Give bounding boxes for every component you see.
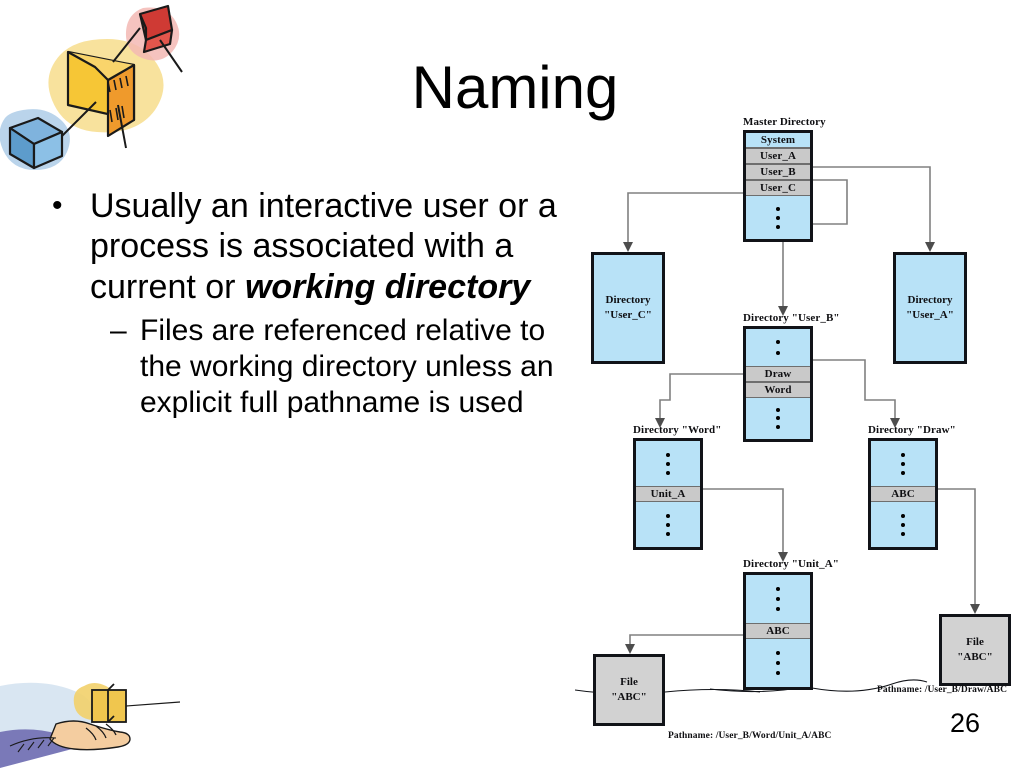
directory-user-b-box: Draw Word: [743, 326, 813, 442]
ellipsis-dot: [776, 597, 780, 601]
file-abc-right-line2: "ABC": [957, 651, 993, 663]
master-entry-system[interactable]: System: [746, 133, 810, 148]
node-directory-user-c: Directory "User_C": [591, 252, 665, 364]
word-ellipsis-top: [636, 441, 700, 486]
draw-entry-abc[interactable]: ABC: [871, 486, 935, 502]
dash-marker: –: [110, 314, 127, 348]
pathname-label-left: Pathname: /User_B/Word/Unit_A/ABC: [668, 731, 832, 741]
ellipsis-dot: [776, 671, 780, 675]
ellipsis-dot: [901, 531, 905, 536]
directory-word-caption: Directory "Word": [633, 424, 722, 436]
user-b-entry-word[interactable]: Word: [746, 382, 810, 398]
file-abc-left-box: File "ABC": [593, 654, 665, 726]
user-b-entry-draw[interactable]: Draw: [746, 366, 810, 382]
bullet-level2: – Files are referenced relative to the w…: [110, 313, 572, 421]
bullet-level2-text: Files are referenced relative to the wor…: [140, 314, 554, 420]
ellipsis-dot: [666, 452, 670, 457]
ellipsis-dot: [901, 513, 905, 518]
master-entry-user-a[interactable]: User_A: [746, 148, 810, 164]
ellipsis-dot: [776, 206, 780, 211]
draw-ellipsis-top: [871, 441, 935, 486]
ellipsis-dot: [666, 513, 670, 518]
pathname-label-right: Pathname: /User_B/Draw/ABC: [877, 685, 1008, 695]
file-abc-left-line1: File: [620, 676, 638, 689]
slide-body: • Usually an interactive user or a proce…: [52, 186, 572, 421]
ellipsis-dot: [776, 661, 780, 665]
decorative-hand-holding-cube-image: [0, 662, 181, 768]
ellipsis-dot: [776, 408, 780, 413]
directory-user-c-label-line2: "User_C": [604, 309, 652, 321]
bullet-level1: • Usually an interactive user or a proce…: [52, 186, 572, 307]
ellipsis-dot: [776, 215, 780, 220]
ellipsis-dot: [901, 452, 905, 457]
user-b-ellipsis-top: [746, 329, 810, 366]
page-number: 26: [950, 708, 981, 738]
ellipsis-dot: [776, 607, 780, 611]
word-ellipsis-bottom: [636, 502, 700, 547]
ellipsis-dot: [901, 461, 905, 466]
directory-user-c-box: Directory "User_C": [591, 252, 665, 364]
node-directory-user-b: Directory "User_B" Draw Word: [743, 312, 839, 442]
directory-user-a-label-line1: Directory: [907, 294, 953, 307]
node-directory-draw: Directory "Draw" ABC: [868, 424, 956, 550]
ellipsis-dot: [666, 531, 670, 536]
ellipsis-dot: [776, 416, 780, 421]
node-directory-unit-a: Directory "Unit_A" ABC: [743, 558, 839, 690]
decorative-network-cubes-image: [0, 0, 200, 178]
ellipsis-dot: [776, 651, 780, 655]
ellipsis-dot: [776, 350, 780, 355]
master-directory-ellipsis: [746, 196, 810, 239]
node-file-abc-left: File "ABC": [593, 654, 665, 726]
directory-tree-diagram: Master Directory System User_A User_B Us…: [575, 116, 1024, 768]
draw-ellipsis-bottom: [871, 502, 935, 547]
directory-draw-box: ABC: [868, 438, 938, 550]
master-entry-user-b[interactable]: User_B: [746, 164, 810, 180]
directory-word-box: Unit_A: [633, 438, 703, 550]
node-directory-word: Directory "Word" Unit_A: [633, 424, 721, 550]
unit-a-entry-abc[interactable]: ABC: [746, 623, 810, 639]
unit-a-ellipsis-top: [746, 575, 810, 623]
ellipsis-dot: [776, 340, 780, 345]
bullet-marker: •: [52, 189, 63, 222]
master-entry-user-c[interactable]: User_C: [746, 180, 810, 196]
master-directory-caption: Master Directory: [743, 116, 826, 128]
ellipsis-dot: [666, 470, 670, 475]
bullet-level1-emphasis: working directory: [244, 267, 531, 306]
ellipsis-dot: [776, 224, 780, 229]
user-b-ellipsis-bottom: [746, 398, 810, 439]
directory-user-b-caption: Directory "User_B": [743, 312, 840, 324]
file-abc-left-line2: "ABC": [611, 691, 647, 703]
connector-lines: [575, 166, 980, 695]
directory-user-a-label-line2: "User_A": [906, 309, 954, 321]
ellipsis-dot: [901, 522, 905, 527]
ellipsis-dot: [666, 461, 670, 466]
bullet-level1-plain: Usually an interactive user or a process…: [90, 187, 557, 306]
ellipsis-dot: [666, 522, 670, 527]
file-abc-right-line1: File: [966, 636, 984, 649]
directory-draw-caption: Directory "Draw": [868, 424, 956, 436]
directory-unit-a-caption: Directory "Unit_A": [743, 558, 839, 570]
directory-unit-a-box: ABC: [743, 572, 813, 690]
directory-user-a-box: Directory "User_A": [893, 252, 967, 364]
slide-title: Naming: [411, 54, 619, 121]
word-entry-unit-a[interactable]: Unit_A: [636, 486, 700, 502]
file-abc-right-box: File "ABC": [939, 614, 1011, 686]
master-directory-box: System User_A User_B User_C: [743, 130, 813, 242]
ellipsis-dot: [776, 424, 780, 429]
unit-a-ellipsis-bottom: [746, 639, 810, 687]
node-file-abc-right: File "ABC": [939, 614, 1011, 686]
ellipsis-dot: [776, 587, 780, 591]
node-master-directory: Master Directory System User_A User_B Us…: [743, 116, 826, 242]
node-directory-user-a: Directory "User_A": [893, 252, 967, 364]
bullet-level1-text: Usually an interactive user or a process…: [90, 186, 572, 307]
ellipsis-dot: [901, 470, 905, 475]
directory-user-c-label-line1: Directory: [605, 294, 651, 307]
